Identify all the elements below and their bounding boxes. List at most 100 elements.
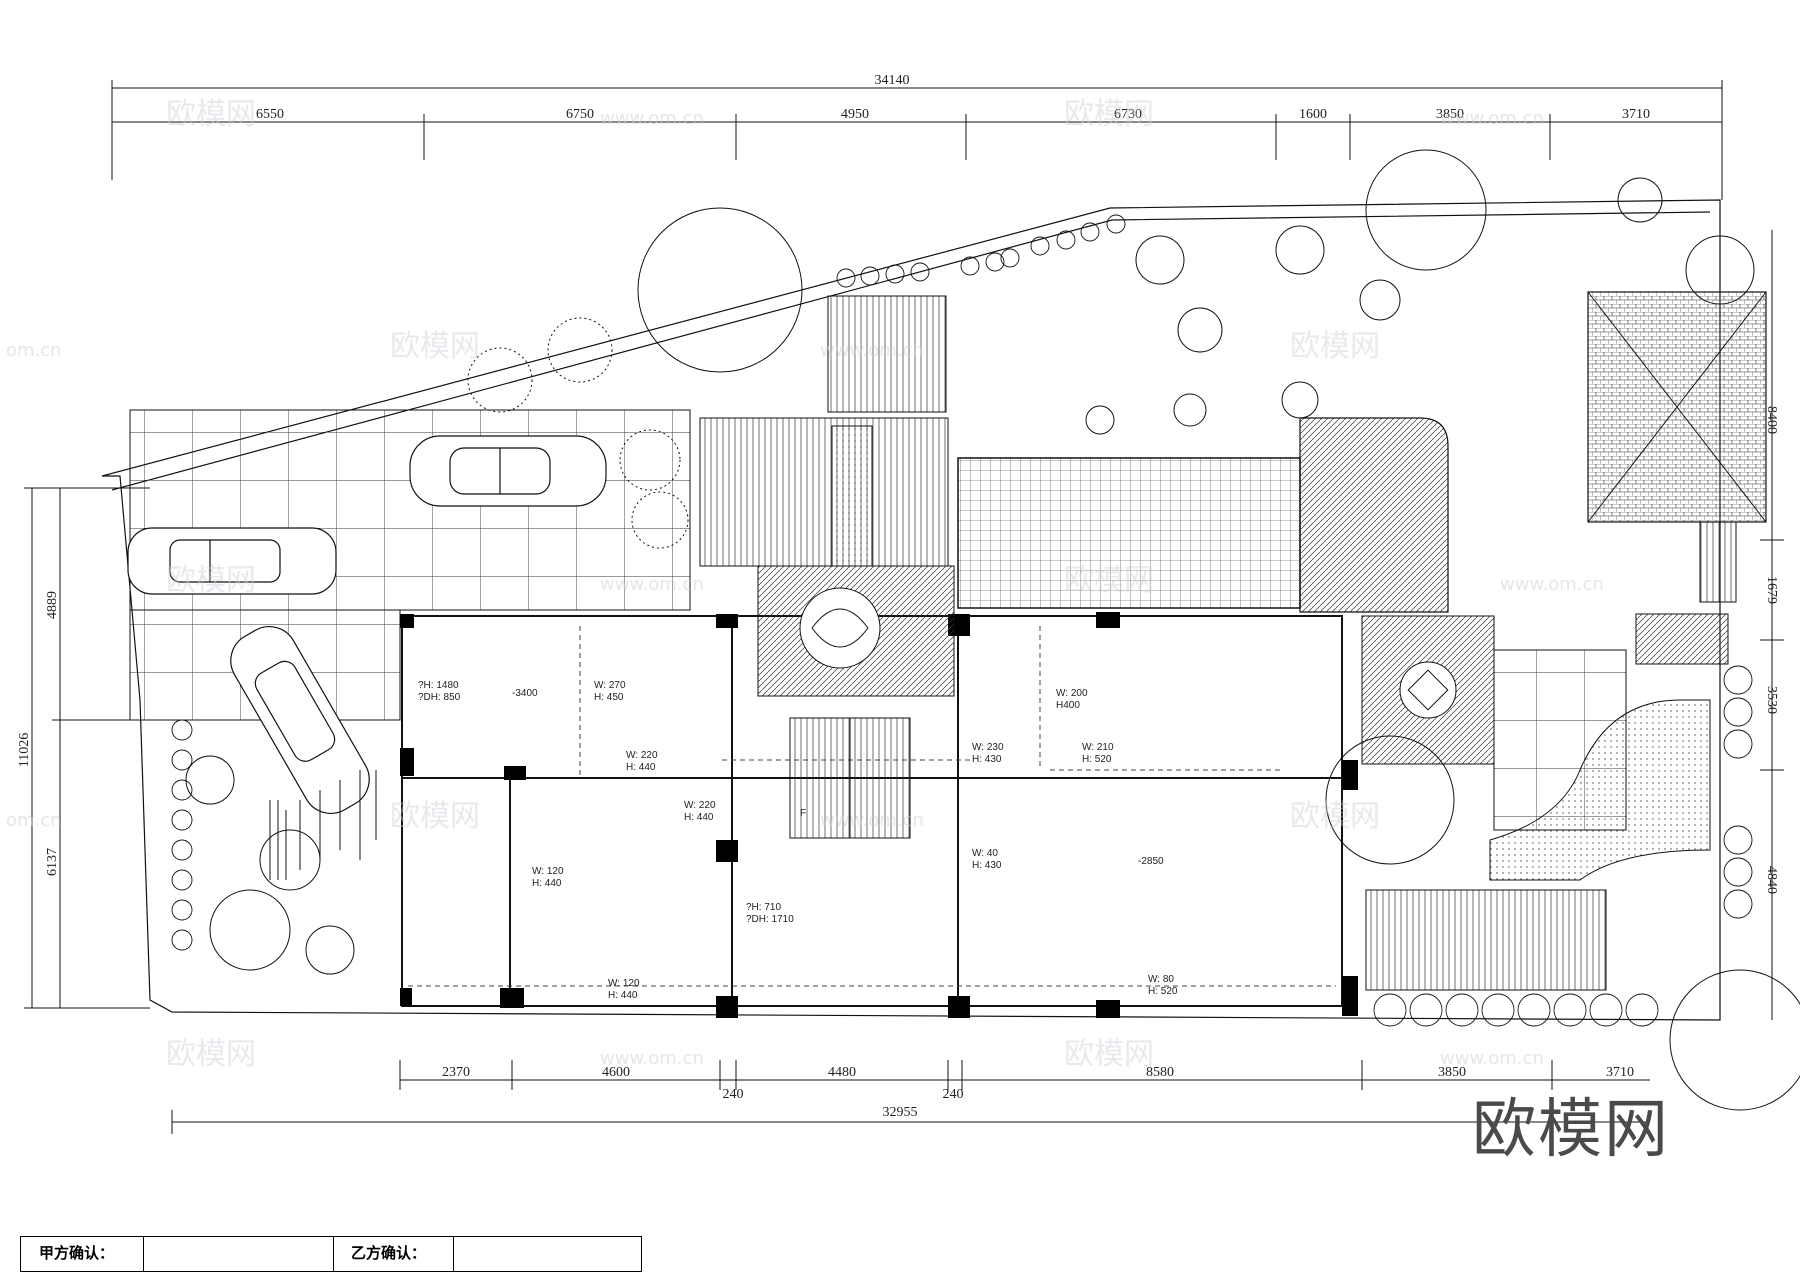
car-icon <box>230 626 370 814</box>
dim-right-mid-2: 3530 <box>1764 686 1779 714</box>
title-block-divider <box>453 1237 454 1271</box>
brand-logo-text: 欧模网 <box>1472 1093 1670 1167</box>
right-dimension-lines <box>1760 230 1784 1020</box>
site-boundary <box>101 199 1721 1021</box>
dim-top-1: 6550 <box>256 107 284 122</box>
watermark-edge-url: om.cn <box>6 810 62 831</box>
note-h1: W: 230 <box>972 742 1004 753</box>
watermark-url: www.om.cn <box>1440 108 1544 129</box>
dim-bottom-total: 32955 <box>883 1105 918 1120</box>
palm-trees <box>467 317 689 549</box>
title-block: 甲方确认： 乙方确认： <box>20 1236 642 1272</box>
note-c1: W: 220 <box>626 750 658 761</box>
dim-bottom-wall-2: 240 <box>943 1087 964 1102</box>
dim-top-total: 34140 <box>875 73 910 88</box>
pool-grid <box>957 457 1301 609</box>
level-1: -3400 <box>512 688 538 699</box>
dim-left-lower: 6137 <box>45 848 60 876</box>
note-k1: W: 210 <box>1082 742 1114 753</box>
watermark-edge-url: om.cn <box>6 340 62 361</box>
watermark-url: www.om.cn <box>600 1048 704 1069</box>
dim-top-2: 6750 <box>566 107 594 122</box>
note-a2: ?DH: 850 <box>418 692 461 703</box>
note-g2: ?DH: 1710 <box>746 914 794 925</box>
note-i1: W: 40 <box>972 848 998 859</box>
note-h2: H: 430 <box>972 754 1002 765</box>
watermark-url: www.om.cn <box>600 108 704 129</box>
watermarks: 欧模网 www.om.cn 欧模网 www.om.cn om.cn 欧模网 ww… <box>6 97 1604 1072</box>
left-dimension-lines <box>24 487 150 1009</box>
dim-top-5: 1600 <box>1299 107 1327 122</box>
note-c2: H: 440 <box>626 762 656 773</box>
title-block-divider <box>143 1237 144 1271</box>
watermark-logo: 欧模网 <box>1290 329 1380 364</box>
note-e1: W: 120 <box>532 866 564 877</box>
dim-bottom-5: 3850 <box>1438 1065 1466 1080</box>
garden-path <box>1489 699 1711 881</box>
note-d2: H: 440 <box>684 812 714 823</box>
watermark-url: www.om.cn <box>820 810 924 831</box>
note-k2: H: 520 <box>1082 754 1112 765</box>
party-a-label: 甲方确认： <box>39 1245 115 1262</box>
dim-bottom-2: 4600 <box>602 1065 630 1080</box>
dim-right-lower: 4840 <box>1764 866 1779 894</box>
note-f1: W: 120 <box>608 978 640 989</box>
dim-top-7: 3710 <box>1622 107 1650 122</box>
party-b-label: 乙方确认： <box>351 1245 427 1262</box>
dim-bottom-wall-1: 240 <box>723 1087 744 1102</box>
dim-top-6: 3850 <box>1436 107 1464 122</box>
watermark-url: www.om.cn <box>820 340 924 361</box>
note-b1: W: 270 <box>594 680 626 691</box>
deck-hatched <box>1299 417 1449 613</box>
watermark-url: www.om.cn <box>1500 574 1604 595</box>
ornamental-grass <box>269 770 377 880</box>
dim-bottom-4: 8580 <box>1146 1065 1174 1080</box>
watermark-logo: 欧模网 <box>1064 1037 1154 1072</box>
dim-bottom-6: 3710 <box>1606 1065 1634 1080</box>
watermark-url: www.om.cn <box>1440 1048 1544 1069</box>
watermark-logo: 欧模网 <box>390 799 480 834</box>
dim-left-upper: 4889 <box>45 591 60 619</box>
note-f2: H: 440 <box>608 990 638 1001</box>
watermark-logo: 欧模网 <box>1064 97 1154 132</box>
interior-dashed-lines <box>408 626 1336 987</box>
note-j2: H400 <box>1056 700 1080 711</box>
dim-top-3: 4950 <box>841 107 869 122</box>
note-l1: W: 80 <box>1148 974 1174 985</box>
note-i2: H: 430 <box>972 860 1002 871</box>
car-icon <box>127 527 337 595</box>
stair-top <box>827 295 947 413</box>
dim-right-mid-1: 1679 <box>1764 576 1779 604</box>
structural-columns <box>400 612 1358 1018</box>
top-dimension-lines <box>111 80 1723 200</box>
watermark-logo: 欧模网 <box>390 329 480 364</box>
note-e2: H: 440 <box>532 878 562 889</box>
note-a1: ?H: 1480 <box>418 680 459 691</box>
note-b2: H: 450 <box>594 692 624 703</box>
level-2: -2850 <box>1138 856 1164 867</box>
shrub-column-left <box>171 719 193 951</box>
right-steps <box>1635 613 1729 665</box>
watermark-logo: 欧模网 <box>166 563 256 598</box>
watermark-logo: 欧模网 <box>1290 799 1380 834</box>
watermark-logo: 欧模网 <box>1064 563 1154 598</box>
shrub-row-bottom <box>1373 993 1659 1027</box>
shrub-row-top <box>836 214 1126 288</box>
watermark-url: www.om.cn <box>600 574 704 595</box>
title-block-divider <box>333 1237 334 1271</box>
dim-left-total: 11026 <box>17 733 32 767</box>
dim-right-upper: 8400 <box>1764 406 1779 434</box>
note-g1: ?H: 710 <box>746 902 781 913</box>
car-icon <box>409 435 607 507</box>
watermark-logo: 欧模网 <box>166 1037 256 1072</box>
note-d1: W: 220 <box>684 800 716 811</box>
dim-top-4: 6730 <box>1114 107 1142 122</box>
bottom-dimension-lines <box>171 1060 1650 1134</box>
trees <box>185 149 1800 1111</box>
watermark-logo: 欧模网 <box>166 97 256 132</box>
dim-bottom-3: 4480 <box>828 1065 856 1080</box>
note-l2: H: 520 <box>1148 986 1178 997</box>
dim-bottom-1: 2370 <box>442 1065 470 1080</box>
